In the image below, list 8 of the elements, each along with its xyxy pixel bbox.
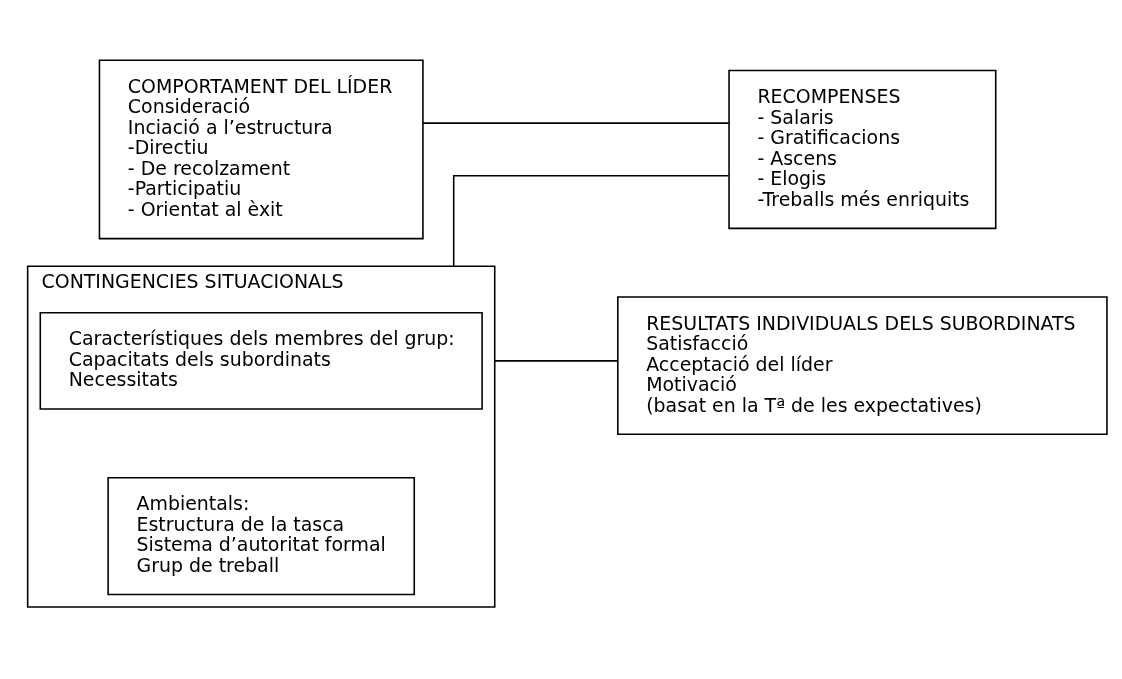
node-box: Ambientals: Estructura de la tasca Sistema d’autoritat formal Grup de treball [107,476,416,595]
node-box: Característiques dels membres del grup: Capacitats dels subordinats Necessitats [39,311,483,410]
node-box: COMPORTAMENT DEL LÍDER Consideració Inciació a l’estructura -Directiu - De recolzament -Participatiu - Orientat al èxit [98,59,424,239]
connector [422,121,730,124]
connector [452,174,730,267]
node-box: RECOMPENSES - Salaris - Gratificacions - Ascens - Elogis -Treballs més enriquits [728,69,997,229]
node-box: RESULTATS INDIVIDUALS DELS SUBORDINATS Satisfacció Acceptació del líder Motivació (basat en la Tª de les expectatives) [617,295,1108,435]
connector [493,359,619,362]
